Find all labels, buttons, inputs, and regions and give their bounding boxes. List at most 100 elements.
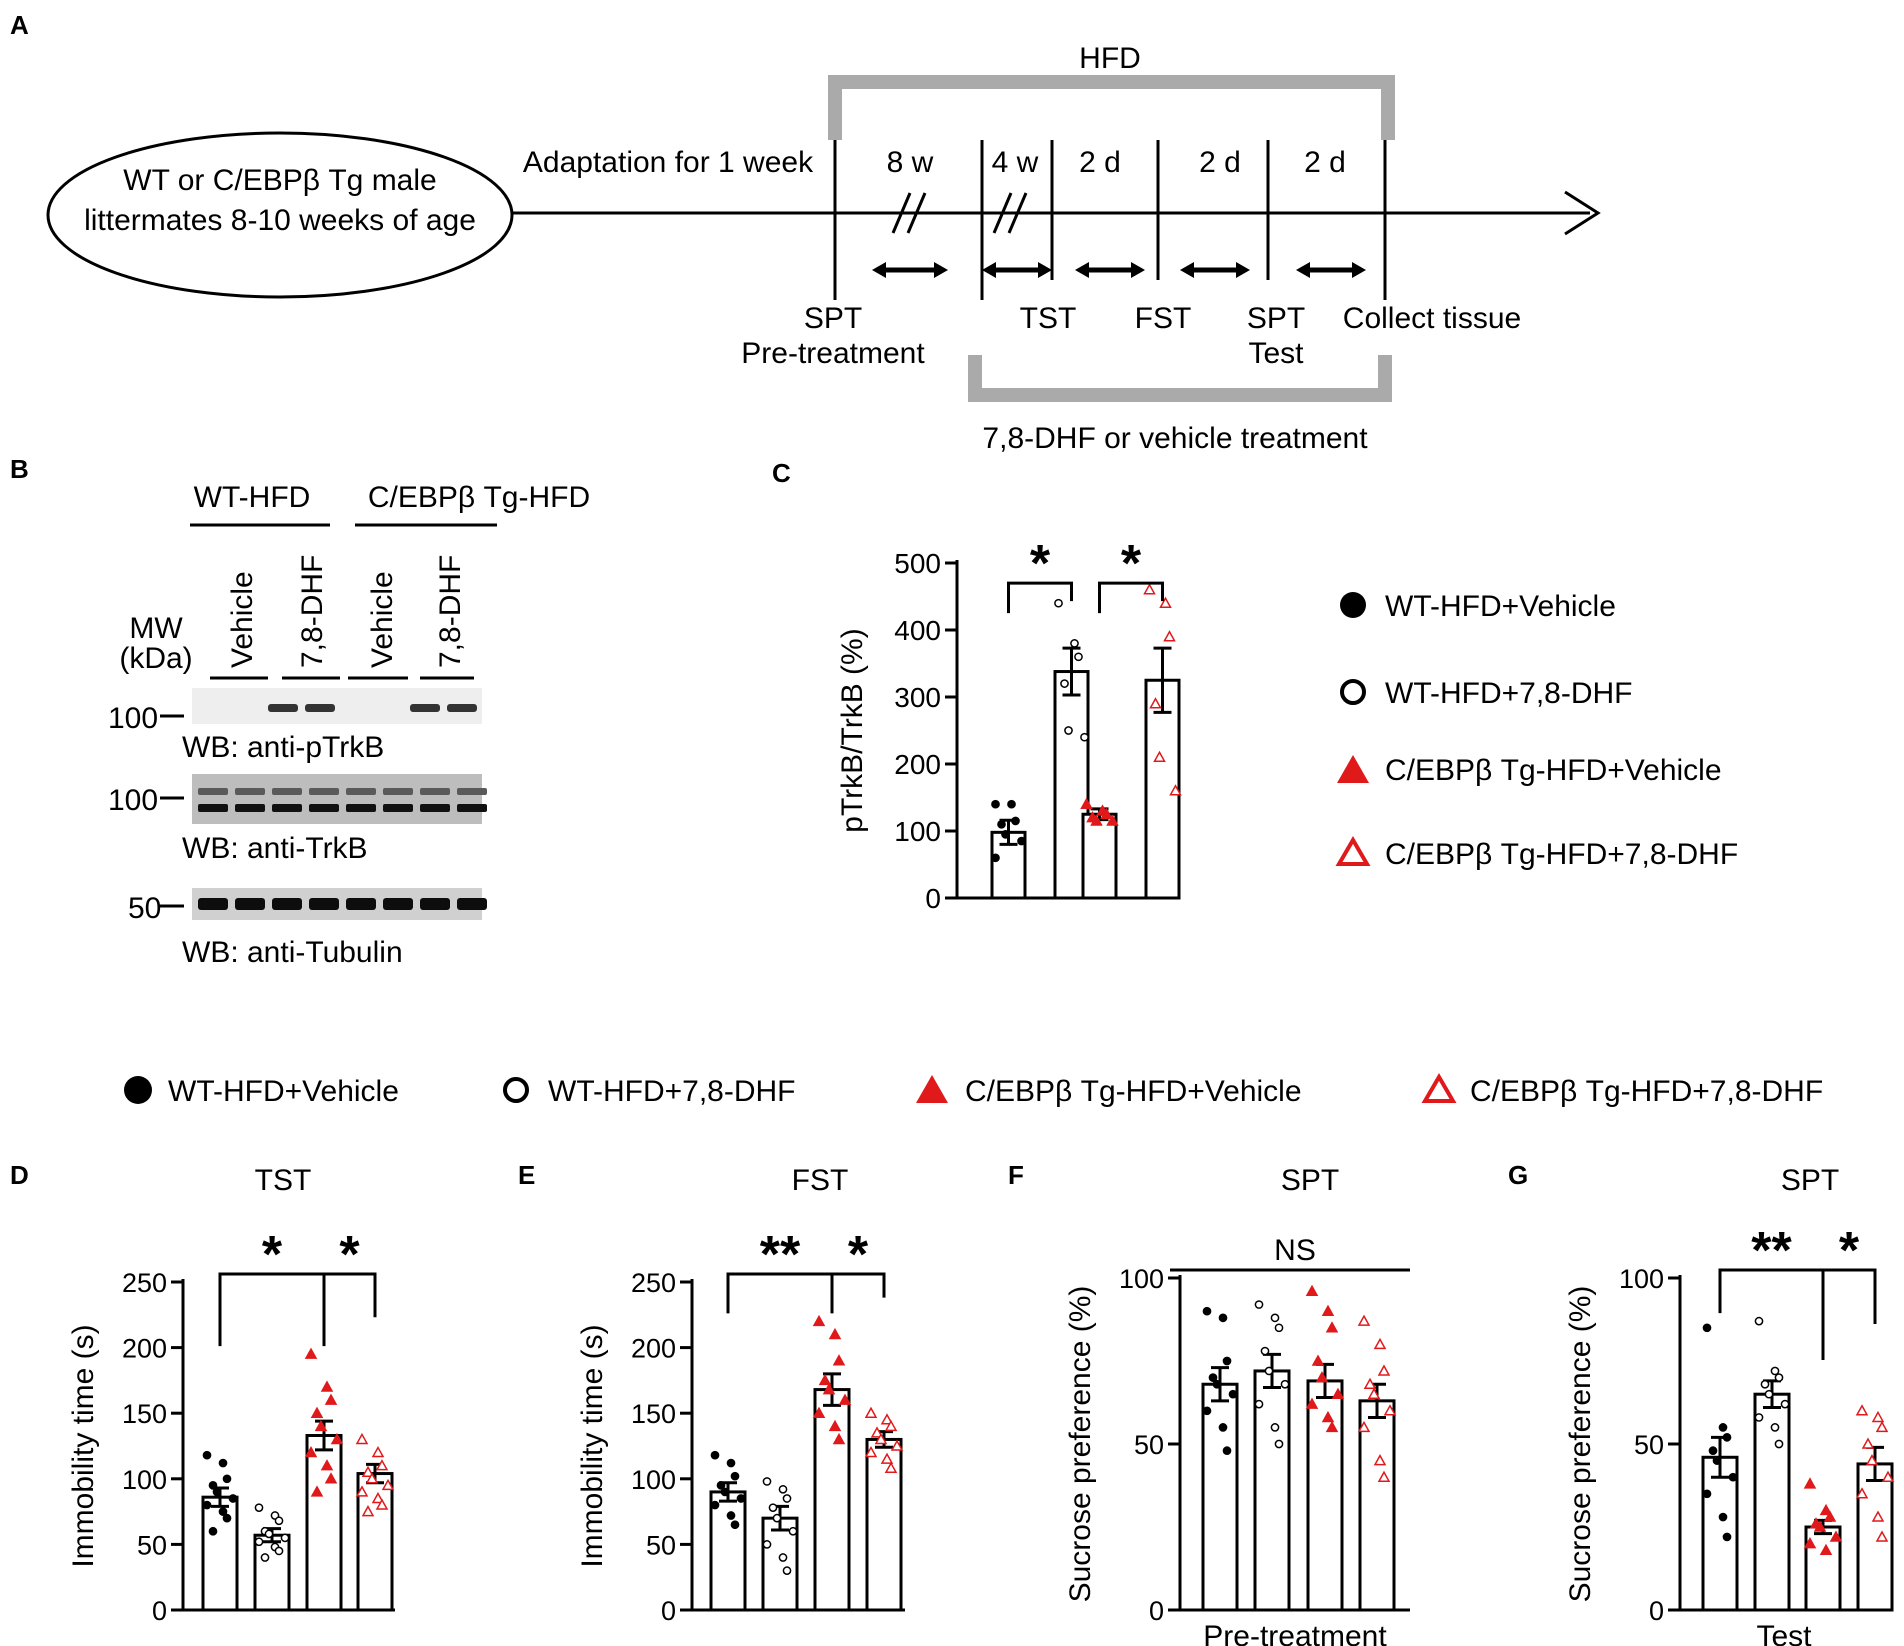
data-point [1829, 1530, 1843, 1542]
data-point [254, 1503, 264, 1513]
y-tick-label: 300 [894, 682, 941, 713]
y-axis-label: pTrkB/TrkB (%) [836, 628, 869, 832]
blot-band [346, 788, 376, 795]
bar [1253, 1369, 1291, 1612]
panel-b-western-blot: B WT-HFD C/EBPβ Tg-HFD Vehicle 7,8-DHF V… [10, 454, 590, 969]
data-point [1718, 1423, 1728, 1432]
data-point [1803, 1477, 1817, 1489]
data-point [1780, 1399, 1790, 1409]
bar [1201, 1382, 1239, 1612]
data-point [788, 1526, 798, 1536]
data-point [375, 1459, 389, 1471]
significance-label: * [1839, 1222, 1860, 1280]
blot-band [457, 804, 487, 812]
data-point [991, 853, 1000, 863]
significance-bracket [218, 1272, 326, 1347]
hfd-bracket [828, 75, 1395, 140]
data-point [228, 1494, 238, 1503]
blot-lane-labels: Vehicle 7,8-DHF Vehicle 7,8-DHF [226, 555, 467, 668]
data-point [716, 1481, 726, 1490]
data-point [1274, 1439, 1284, 1449]
data-point [828, 1419, 842, 1432]
ns-label: NS [1274, 1234, 1316, 1267]
data-point [730, 1520, 740, 1530]
data-point [1060, 679, 1069, 688]
data-point [782, 1566, 792, 1575]
blot-lane-label: Vehicle [366, 571, 399, 668]
data-point [1212, 1379, 1222, 1389]
data-point [1080, 797, 1093, 809]
data-point [355, 1485, 369, 1497]
data-point [1325, 1420, 1339, 1433]
data-point [1377, 1364, 1391, 1376]
mw-unit-label: (kDa) [119, 642, 192, 675]
blot-mw-100: 100 [108, 702, 158, 735]
blot-band [346, 804, 376, 812]
trkb-bands [198, 788, 487, 812]
panel-a-timeline: A WT or C/EBPβ Tg male littermates 8-10 … [10, 10, 1601, 455]
blot-band [457, 788, 487, 795]
legend-open-circle-icon [1340, 679, 1366, 705]
x-axis-label: Pre-treatment [1203, 1620, 1387, 1646]
data-point [1260, 1346, 1270, 1356]
hfd-label: HFD [1079, 42, 1141, 75]
data-point [361, 1505, 375, 1517]
data-point [1702, 1323, 1712, 1333]
data-point [202, 1500, 212, 1510]
significance-label: * [339, 1226, 360, 1284]
data-point [361, 1465, 375, 1477]
panel-label-g: G [1508, 1160, 1528, 1190]
data-point [1001, 830, 1010, 839]
significance-label: ** [1751, 1222, 1792, 1280]
y-tick-label: 0 [1649, 1596, 1664, 1626]
bar [865, 1437, 903, 1612]
y-tick-label: 100 [894, 816, 941, 847]
legend-main-item: WT-HFD+7,8-DHF [503, 1075, 796, 1108]
data-point [1722, 1532, 1732, 1542]
data-point [222, 1474, 232, 1484]
period-label: 2 d [1079, 146, 1121, 179]
data-point [1054, 598, 1063, 608]
legend-c-item: C/EBPβ Tg-HFD+7,8-DHF [1335, 836, 1738, 871]
y-tick-label: 200 [631, 1334, 676, 1364]
data-point [264, 1529, 274, 1539]
data-point [778, 1553, 788, 1562]
data-point [1218, 1423, 1228, 1432]
data-point [1202, 1306, 1212, 1316]
data-point [208, 1526, 218, 1536]
data-point [710, 1500, 720, 1510]
data-point [324, 1472, 338, 1484]
panel-label-d: D [10, 1160, 29, 1190]
data-point [1270, 1313, 1280, 1323]
data-point [1373, 1337, 1387, 1350]
data-point [812, 1406, 826, 1418]
y-tick-label: 400 [894, 615, 941, 646]
legend-c-item: WT-HFD+7,8-DHF [1340, 677, 1633, 710]
data-point [1208, 1373, 1218, 1382]
data-point [884, 1461, 898, 1474]
data-point [1760, 1379, 1770, 1389]
event-fst: FST [1135, 302, 1192, 335]
blot-band [420, 898, 450, 910]
data-point [1770, 1423, 1780, 1432]
double-arrow-icon [1180, 262, 1250, 278]
adaptation-label: Adaptation for 1 week [523, 146, 814, 179]
y-tick-label: 50 [137, 1530, 167, 1560]
data-point [1222, 1356, 1232, 1366]
y-tick-label: 250 [631, 1268, 676, 1298]
bar [1358, 1399, 1396, 1612]
data-point [1702, 1489, 1712, 1499]
data-point [884, 1419, 898, 1432]
blot-band [410, 704, 440, 712]
data-point [864, 1406, 878, 1418]
significance-bracket [322, 1272, 377, 1347]
data-point [1254, 1300, 1264, 1309]
data-point [782, 1494, 792, 1503]
blot-trkb-membrane [192, 774, 482, 824]
data-point [822, 1383, 836, 1395]
data-point [768, 1503, 778, 1513]
data-point [304, 1347, 318, 1359]
data-point [218, 1458, 228, 1468]
data-point [1143, 583, 1156, 595]
